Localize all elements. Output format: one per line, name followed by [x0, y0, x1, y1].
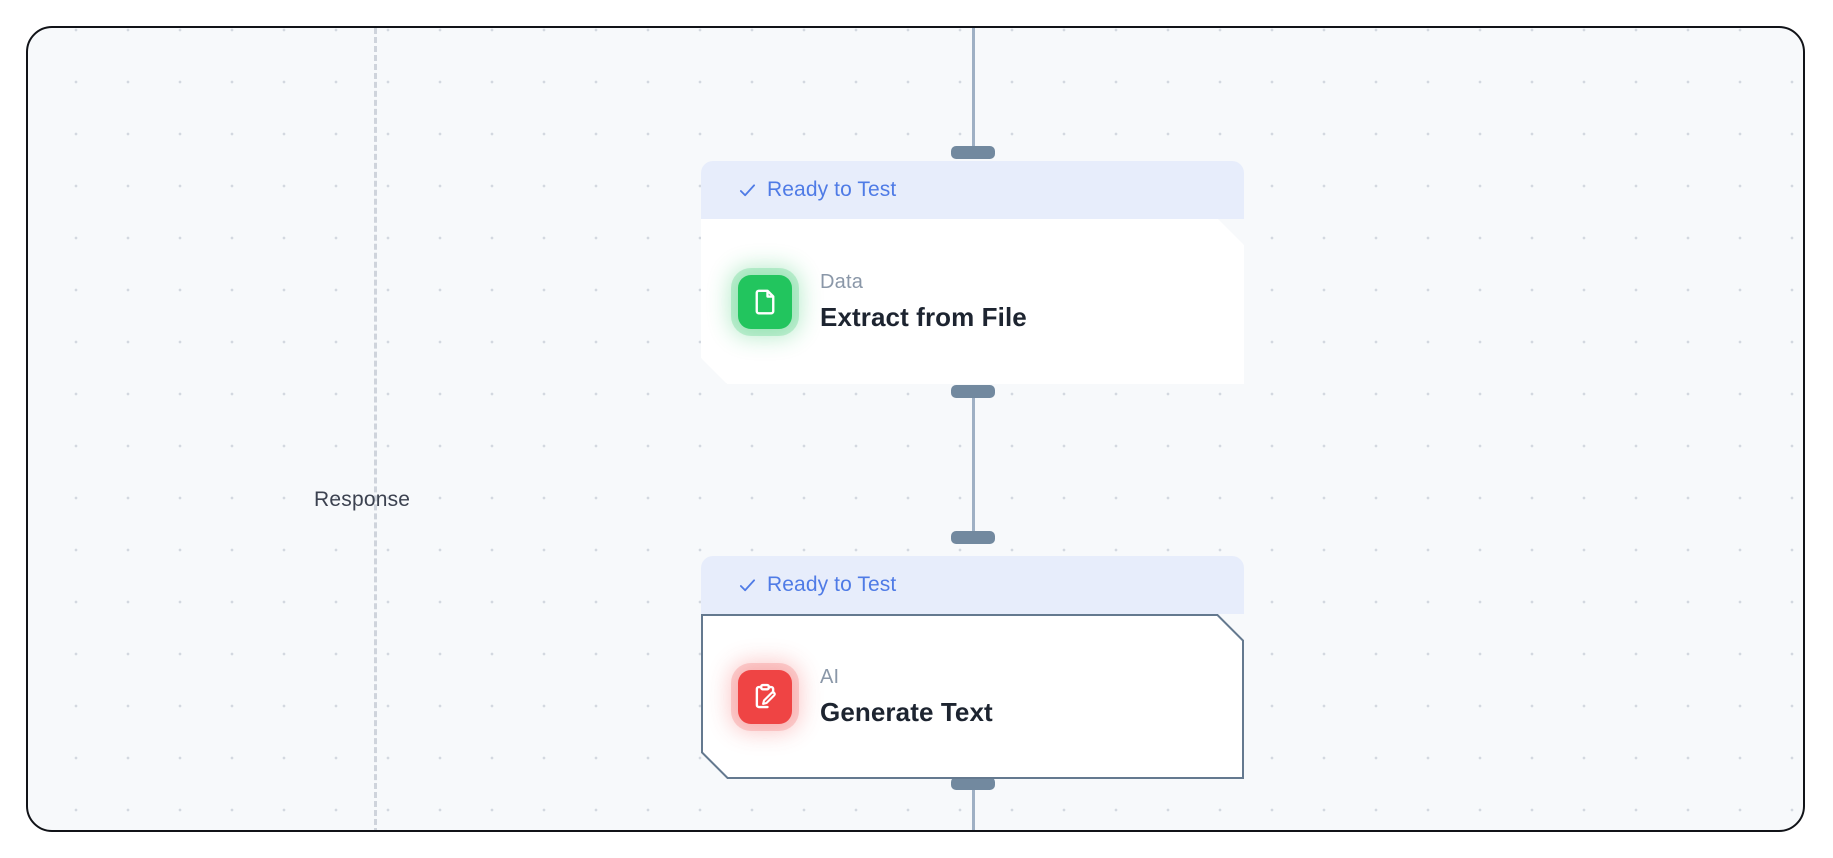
node-category: Data — [820, 270, 864, 293]
node-body[interactable]: Data Extract from File — [701, 219, 1244, 384]
node-category: AI — [820, 665, 840, 688]
edge-incoming[interactable] — [972, 28, 975, 154]
lane-label-response: Response — [314, 488, 411, 511]
node-status-header: Ready to Test — [701, 161, 1244, 219]
status-badge: Ready to Test — [767, 178, 897, 201]
node-extract-from-file[interactable]: Ready to Test Data Extract from File — [701, 161, 1244, 384]
node-status-header: Ready to Test — [701, 556, 1244, 614]
document-icon — [738, 275, 792, 329]
node-text: Data Extract from File — [820, 271, 1027, 333]
node-text: AI Generate Text — [820, 666, 993, 728]
node-title: Generate Text — [820, 696, 993, 727]
node-title: Extract from File — [820, 301, 1027, 332]
handle-extract-target[interactable] — [951, 146, 995, 159]
lane-divider — [374, 28, 377, 830]
handle-extract-source[interactable] — [951, 385, 995, 398]
handle-generate-source[interactable] — [951, 777, 995, 790]
flow-canvas[interactable]: Response Ready to Test — [26, 26, 1805, 832]
node-body[interactable]: AI Generate Text — [701, 614, 1244, 779]
check-icon — [739, 183, 756, 196]
status-badge: Ready to Test — [767, 573, 897, 596]
check-icon — [739, 578, 756, 591]
edge-outgoing[interactable] — [972, 774, 975, 830]
node-generate-text[interactable]: Ready to Test AI Generate Text — [701, 556, 1244, 779]
handle-generate-target[interactable] — [951, 531, 995, 544]
clipboard-pencil-icon — [738, 670, 792, 724]
edge-extract-to-generate[interactable] — [972, 394, 975, 536]
